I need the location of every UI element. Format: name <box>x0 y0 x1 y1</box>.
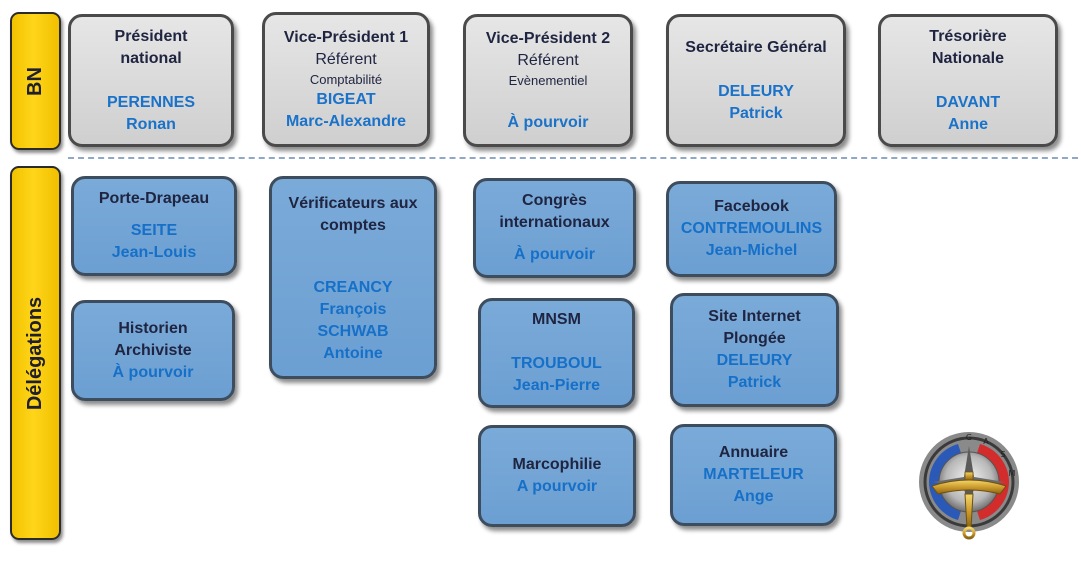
tresoriere-box: Trésorière Nationale DAVANT Anne <box>878 14 1058 147</box>
bn-band-label: BN <box>23 66 46 96</box>
marcophilie-box: Marcophilie A pourvoir <box>478 425 636 527</box>
marcophilie-name: A pourvoir <box>516 478 598 495</box>
president-name-2: Ronan <box>126 115 176 133</box>
verificateurs-name-1: CREANCY <box>313 279 393 296</box>
bn-band: BN <box>10 12 61 150</box>
mnsm-name-2: Jean-Pierre <box>512 377 601 394</box>
section-divider <box>68 157 1078 159</box>
logo-letter-g: G <box>966 433 972 442</box>
annuaire-box: Annuaire MARTELEUR Ange <box>670 424 837 526</box>
secretaire-name-1: DELEURY <box>718 82 794 100</box>
vice-president-1-box: Vice-Président 1 Référent Comptabilité B… <box>262 12 430 147</box>
annuaire-title: Annuaire <box>718 444 789 461</box>
delegations-band-label: Délégations <box>24 296 47 410</box>
porte-drapeau-name-2: Jean-Louis <box>111 244 197 261</box>
gasm-logo: G A S M <box>919 432 1019 540</box>
porte-drapeau-name-1: SEITE <box>130 222 178 239</box>
vice-president-1-name-2: Marc-Alexandre <box>285 112 407 130</box>
historien-title-2: Archiviste <box>114 341 192 359</box>
congres-title-1: Congrès <box>522 192 587 209</box>
mnsm-name-1: TROUBOUL <box>511 355 602 372</box>
secretaire-box: Secrétaire Général DELEURY Patrick <box>666 14 846 147</box>
vice-president-2-name: À pourvoir <box>507 113 589 131</box>
verificateurs-name-3: SCHWAB <box>317 323 389 340</box>
historien-box: Historien Archiviste À pourvoir <box>71 300 235 401</box>
site-internet-name-2: Patrick <box>727 374 782 391</box>
site-internet-title-2: Plongée <box>723 330 786 347</box>
porte-drapeau-title: Porte-Drapeau <box>98 190 210 207</box>
facebook-name-2: Jean-Michel <box>705 242 798 259</box>
annuaire-name-1: MARTELEUR <box>703 466 804 483</box>
marcophilie-title: Marcophilie <box>512 456 602 473</box>
historien-name: À pourvoir <box>112 363 194 381</box>
secretaire-name-2: Patrick <box>729 104 783 122</box>
congres-name: À pourvoir <box>514 246 595 263</box>
site-internet-title-1: Site Internet <box>708 308 801 325</box>
vice-president-1-name-1: BIGEAT <box>316 90 376 108</box>
secretaire-title: Secrétaire Général <box>685 38 827 56</box>
verificateurs-name-4: Antoine <box>323 345 383 362</box>
vice-president-1-sub2: Comptabilité <box>309 71 383 87</box>
delegations-band: Délégations <box>10 166 61 540</box>
congres-box: Congrès internationaux À pourvoir <box>473 178 636 278</box>
vice-president-1-sub1: Référent <box>315 50 377 68</box>
vice-president-2-sub1: Référent <box>517 51 579 69</box>
site-internet-box: Site Internet Plongée DELEURY Patrick <box>670 293 839 407</box>
logo-letter-m: M <box>1009 469 1016 478</box>
facebook-name-1: CONTREMOULINS <box>680 220 823 237</box>
mnsm-box: MNSM TROUBOUL Jean-Pierre <box>478 298 635 408</box>
historien-title-1: Historien <box>118 319 188 337</box>
tresoriere-title-1: Trésorière <box>929 27 1007 45</box>
site-internet-name-1: DELEURY <box>716 352 793 369</box>
logo-letter-s: S <box>1000 450 1005 459</box>
porte-drapeau-box: Porte-Drapeau SEITE Jean-Louis <box>71 176 237 276</box>
vice-president-1-title: Vice-Président 1 <box>283 28 409 46</box>
vice-president-2-sub2: Evènementiel <box>508 72 588 88</box>
vice-president-2-box: Vice-Président 2 Référent Evènementiel À… <box>463 14 633 147</box>
tresoriere-name-2: Anne <box>948 115 988 133</box>
facebook-box: Facebook CONTREMOULINS Jean-Michel <box>666 181 837 277</box>
president-box: Président national PERENNES Ronan <box>68 14 234 147</box>
congres-title-2: internationaux <box>499 214 610 231</box>
mnsm-title: MNSM <box>532 311 581 328</box>
president-title-1: Président <box>114 27 188 45</box>
logo-letter-a: A <box>983 437 989 446</box>
facebook-title: Facebook <box>714 198 789 215</box>
annuaire-name-2: Ange <box>733 488 774 505</box>
tresoriere-name-1: DAVANT <box>935 93 1001 111</box>
tresoriere-title-2: Nationale <box>931 49 1004 67</box>
verificateurs-name-2: François <box>319 301 387 318</box>
verificateurs-title-2: comptes <box>320 217 386 234</box>
vice-president-2-title: Vice-Président 2 <box>485 29 611 47</box>
verificateurs-title-1: Vérificateurs aux <box>288 195 418 212</box>
verificateurs-box: Vérificateurs aux comptes CREANCY Franço… <box>269 176 437 379</box>
president-title-2: national <box>120 49 182 67</box>
president-name-1: PERENNES <box>106 93 196 111</box>
